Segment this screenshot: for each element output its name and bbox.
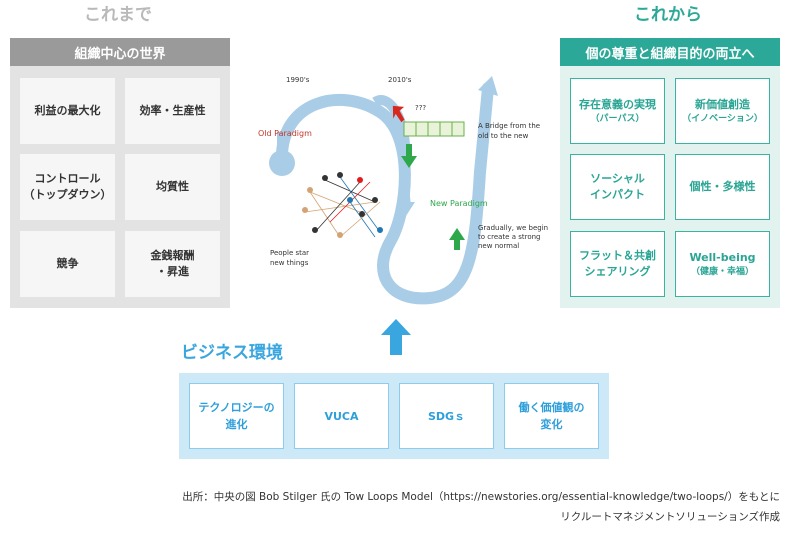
label-gradual-3: new normal (478, 242, 519, 250)
bridge-frame (403, 121, 465, 137)
green-arrow-down-icon (401, 144, 417, 168)
business-item-sdgs: SDGｓ (399, 383, 494, 449)
right-item-3: 個性・多様性 (675, 154, 770, 220)
business-item-vuca: VUCA (294, 383, 389, 449)
left-item-1: 効率・生産性 (125, 78, 220, 144)
left-item-0: 利益の最大化 (20, 78, 115, 144)
people-network (304, 176, 381, 238)
label-old-paradigm: Old Paradigm (258, 129, 312, 138)
panel-left-title: 組織中心の世界 (10, 38, 230, 66)
label-gradual-2: to create a strong (478, 233, 541, 241)
business-environment-title: ビジネス環境 (181, 343, 283, 363)
source-note: 出所：中央の図 Bob Stilger 氏の Tow Loops Model（h… (182, 491, 780, 523)
business-environment-panel: テクノロジーの 進化 VUCA SDGｓ 働く価値観の 変化 (179, 373, 609, 459)
people-figures (302, 172, 383, 238)
label-bridge-1: A Bridge from the (478, 122, 540, 130)
two-loops-diagram: 1990's 2010's Old Paradigm ??? A Bridge … (258, 76, 548, 305)
loop-arrowhead-right (478, 76, 498, 96)
label-gradual-1: Gradually, we begin (478, 224, 548, 232)
right-item-0: 存在意義の実現 （パーパス） (570, 78, 665, 144)
left-item-2: コントロール （トップダウン） (20, 154, 115, 220)
right-item-4: フラット＆共創 シェアリング (570, 231, 665, 297)
heading-future: これから (634, 5, 702, 25)
loop-path (275, 82, 494, 305)
label-people-2: new things (270, 259, 309, 267)
panel-organization-centered: 組織中心の世界 利益の最大化 効率・生産性 コントロール （トップダウン） 均質… (10, 38, 230, 308)
label-1990s: 1990's (286, 76, 310, 84)
left-item-4: 競争 (20, 231, 115, 297)
right-item-5: Well-being （健康・幸福） (675, 231, 770, 297)
panel-individual-respect: 個の尊重と組織目的の両立へ 存在意義の実現 （パーパス） 新価値創造 （イノベー… (560, 38, 780, 308)
up-arrow-icon (381, 319, 411, 355)
right-item-1: 新価値創造 （イノベーション） (675, 78, 770, 144)
old-paradigm-node (269, 150, 295, 176)
heading-past: これまで (84, 5, 152, 25)
red-arrow-icon (392, 105, 405, 123)
left-item-3: 均質性 (125, 154, 220, 220)
business-item-technology: テクノロジーの 進化 (189, 383, 284, 449)
green-arrow-up-icon (449, 228, 465, 250)
right-item-2: ソーシャル インパクト (570, 154, 665, 220)
business-item-work-values: 働く価値観の 変化 (504, 383, 599, 449)
label-bridge-2: old to the new (478, 132, 529, 140)
panel-right-title: 個の尊重と組織目的の両立へ (560, 38, 780, 66)
loop-arrowhead-down (397, 202, 415, 216)
label-2010s: 2010's (388, 76, 412, 84)
label-question: ??? (415, 104, 426, 112)
label-new-paradigm: New Paradigm (430, 199, 488, 208)
label-people-1: People star (270, 249, 309, 257)
left-item-5: 金銭報酬 ・昇進 (125, 231, 220, 297)
